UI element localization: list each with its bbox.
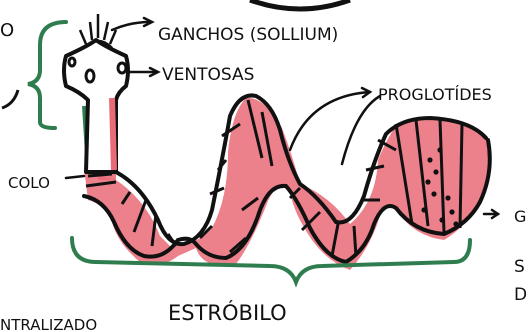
label-estrobilo: ESTRÓBILO: [168, 300, 287, 325]
right-bottom-char-2: D: [514, 285, 527, 305]
scolex-pink-right: [112, 98, 114, 170]
label-ventosas: VENTOSAS: [162, 65, 254, 85]
top-arc: [250, 0, 350, 9]
strobila-body: [84, 98, 491, 270]
label-proglotides: PROGLOTÍDES: [378, 85, 492, 104]
label-ganchos: GANCHOS (SOLLIUM): [158, 25, 338, 45]
scolex-bracket: [28, 22, 66, 128]
left-bracket: [2, 90, 18, 108]
right-bottom-char-1: S: [514, 257, 525, 277]
label-colo: COLO: [8, 174, 50, 192]
right-edge-char: G: [514, 207, 526, 226]
left-top-char: O: [0, 20, 14, 41]
label-centralizado: NTRALIZADO: [0, 316, 97, 332]
